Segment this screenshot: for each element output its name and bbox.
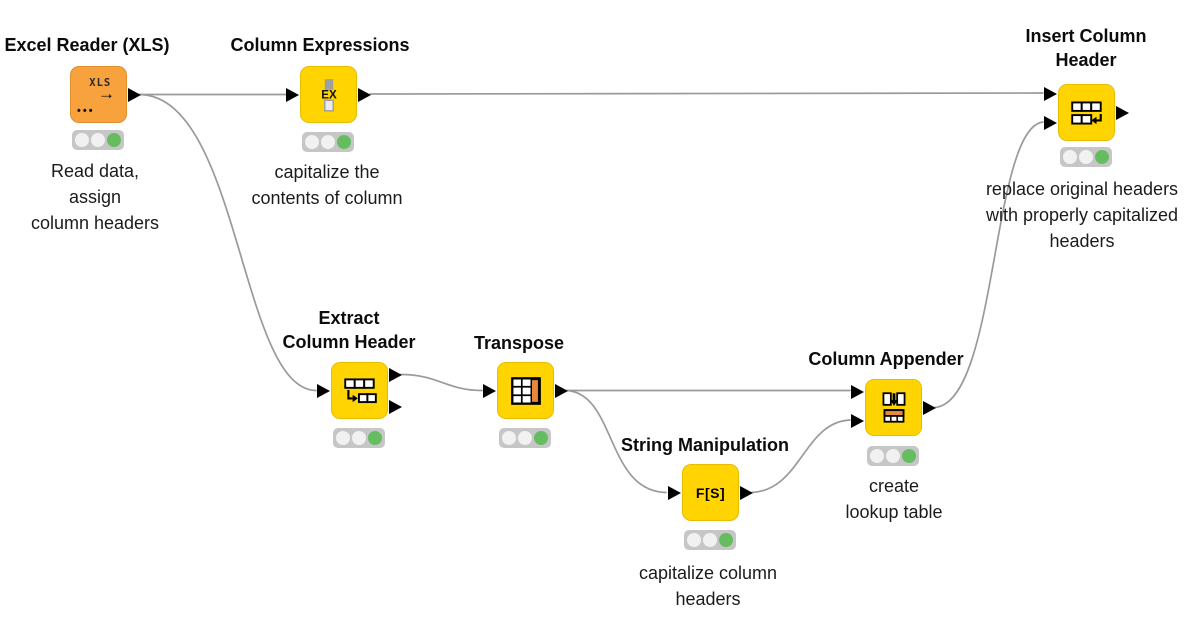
string-function-icon: F[S]	[695, 484, 726, 501]
svg-text:EX: EX	[321, 88, 337, 101]
status-red	[75, 133, 89, 147]
status-light	[72, 130, 124, 150]
input-port[interactable]	[1044, 116, 1057, 130]
extract-column-header-icon	[343, 377, 377, 403]
node-transpose[interactable]	[483, 362, 568, 419]
input-port[interactable]	[851, 385, 864, 399]
node-comment[interactable]: create lookup table	[845, 476, 943, 522]
status-light	[684, 530, 736, 550]
column-appender-icon	[882, 391, 905, 423]
status-yellow	[91, 133, 105, 147]
input-port[interactable]	[317, 383, 330, 398]
status-yellow	[321, 135, 335, 149]
connection[interactable]	[369, 92, 1044, 95]
output-port[interactable]	[389, 400, 402, 414]
connection[interactable]	[139, 93, 317, 392]
status-green	[719, 533, 733, 547]
status-green	[107, 133, 121, 147]
status-light	[499, 428, 551, 448]
status-green	[368, 431, 382, 445]
node-comment[interactable]: capitalize the contents of column	[251, 162, 403, 208]
expression-column-icon: EX	[321, 78, 337, 112]
status-yellow	[886, 449, 900, 463]
status-light	[333, 428, 385, 448]
connection[interactable]	[400, 373, 483, 392]
node-column-expressions[interactable]: EX	[286, 66, 371, 123]
insert-column-header-icon	[1070, 100, 1102, 125]
input-port[interactable]	[668, 485, 681, 500]
node-comment[interactable]: replace original headers with properly c…	[985, 179, 1179, 251]
status-green	[902, 449, 916, 463]
status-green	[337, 135, 351, 149]
connection[interactable]	[751, 419, 851, 494]
node-title: Excel Reader (XLS)	[4, 35, 170, 55]
status-red	[870, 449, 884, 463]
node-excel-reader[interactable]: XLS → •••	[70, 66, 141, 123]
node-title: Transpose	[473, 333, 565, 353]
input-port[interactable]	[483, 383, 496, 398]
connection[interactable]	[934, 121, 1044, 409]
status-light	[302, 132, 354, 152]
status-red	[336, 431, 350, 445]
output-port[interactable]	[389, 368, 402, 382]
output-port[interactable]	[740, 485, 753, 500]
xls-reader-icon: XLS → •••	[77, 77, 115, 117]
status-red	[502, 431, 516, 445]
node-string-manipulation[interactable]: F[S]	[668, 464, 753, 521]
node-title: Column Appender	[808, 349, 964, 369]
output-port[interactable]	[555, 383, 568, 398]
status-red	[1063, 150, 1077, 164]
node-column-appender[interactable]	[851, 379, 936, 436]
output-port[interactable]	[128, 87, 141, 102]
node-title: String Manipulation	[621, 435, 789, 455]
status-yellow	[352, 431, 366, 445]
status-yellow	[1079, 150, 1093, 164]
node-comment[interactable]: Read data, assign column headers	[30, 161, 160, 233]
status-red	[687, 533, 701, 547]
input-port[interactable]	[851, 414, 864, 428]
status-light	[1060, 147, 1112, 167]
status-yellow	[703, 533, 717, 547]
node-title: Column Expressions	[230, 35, 410, 55]
input-port[interactable]	[286, 87, 299, 102]
connection[interactable]	[566, 389, 667, 494]
output-port[interactable]	[1116, 105, 1129, 120]
node-insert-column-header[interactable]	[1044, 84, 1129, 141]
status-red	[305, 135, 319, 149]
node-extract-column-header[interactable]	[317, 362, 402, 419]
transpose-table-icon	[510, 376, 541, 405]
node-title: Insert Column Header	[1025, 26, 1147, 70]
node-comment[interactable]: capitalize column headers	[638, 563, 778, 609]
status-green	[534, 431, 548, 445]
output-port[interactable]	[923, 400, 936, 415]
status-light	[867, 446, 919, 466]
status-green	[1095, 150, 1109, 164]
input-port[interactable]	[1044, 87, 1057, 101]
node-title: Extract Column Header	[282, 308, 416, 352]
output-port[interactable]	[358, 87, 371, 102]
status-yellow	[518, 431, 532, 445]
